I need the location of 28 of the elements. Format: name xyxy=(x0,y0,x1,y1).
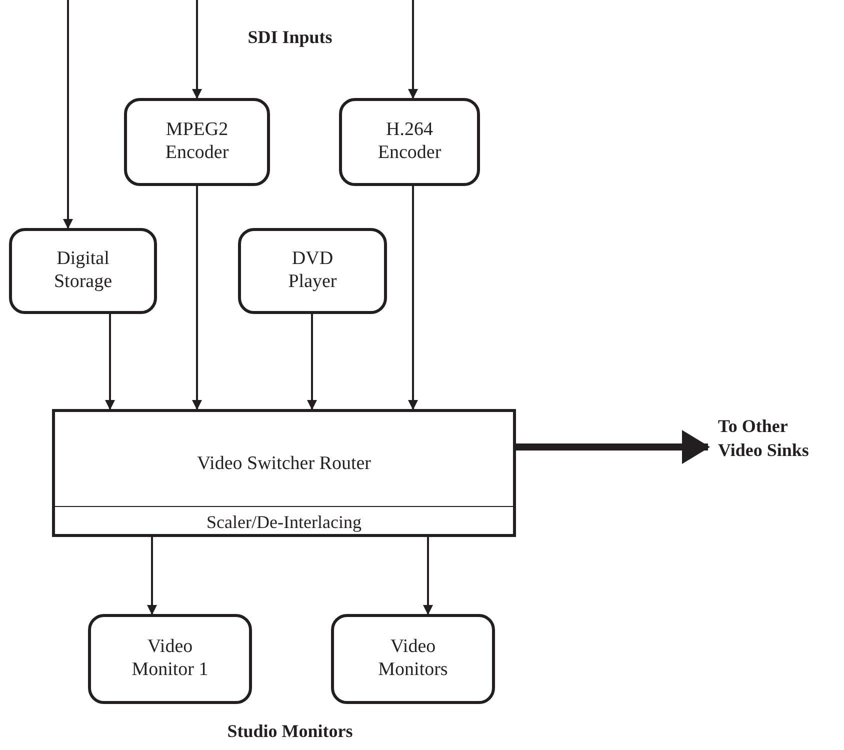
group-label: Studio Monitors xyxy=(226,720,354,743)
process-box xyxy=(238,228,387,314)
arrow xyxy=(423,537,433,615)
box-label: H.264 Encoder xyxy=(376,119,442,165)
arrow xyxy=(192,0,202,99)
process-box xyxy=(124,98,270,186)
output-label: To Other Video Sinks xyxy=(718,414,810,462)
arrow xyxy=(307,314,317,410)
arrow xyxy=(147,537,157,615)
box-label: Video Monitor 1 xyxy=(130,636,210,682)
process-box xyxy=(88,614,252,704)
arrow xyxy=(408,186,418,410)
box-label: Video Monitors xyxy=(377,636,449,682)
band-label: Scaler/De-Interlacing xyxy=(206,513,362,531)
arrow xyxy=(105,314,115,410)
box-label: DVD Player xyxy=(287,248,338,294)
process-box xyxy=(339,98,480,186)
process-box xyxy=(331,614,495,704)
process-box xyxy=(9,228,157,314)
box-label: MPEG2 Encoder xyxy=(164,119,230,165)
arrow xyxy=(63,0,73,229)
arrow xyxy=(192,186,202,410)
group-label: SDI Inputs xyxy=(246,26,334,49)
box-label: Video Switcher Router xyxy=(196,452,372,476)
arrow xyxy=(408,0,418,99)
box-label: Digital Storage xyxy=(52,248,114,294)
switcher-box xyxy=(52,409,516,537)
arrow xyxy=(516,430,710,464)
